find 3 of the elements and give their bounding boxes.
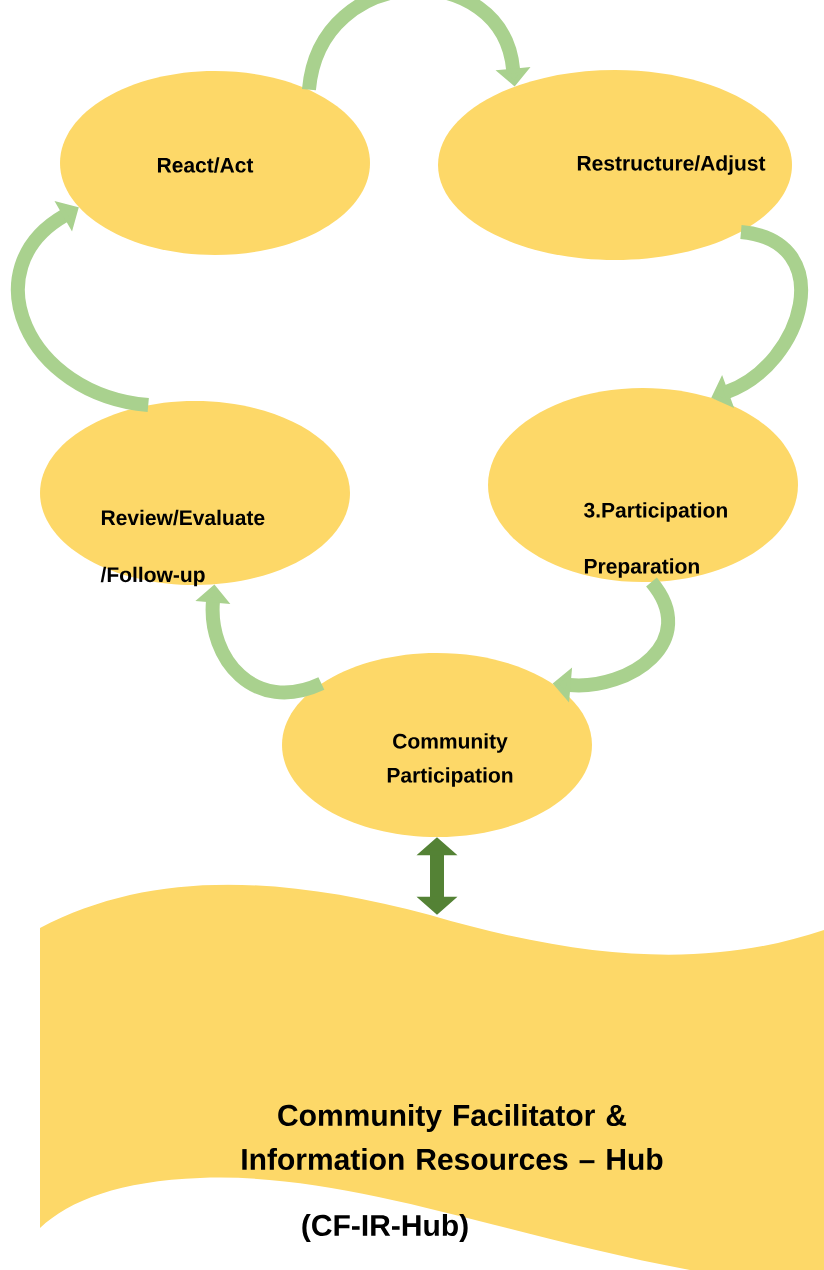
wave-banner: Community Facilitator & Information Resources – Hub (CF-IR-Hub) (40, 884, 824, 1270)
curved-arrow (302, 0, 531, 92)
curved-arrow (11, 201, 150, 412)
